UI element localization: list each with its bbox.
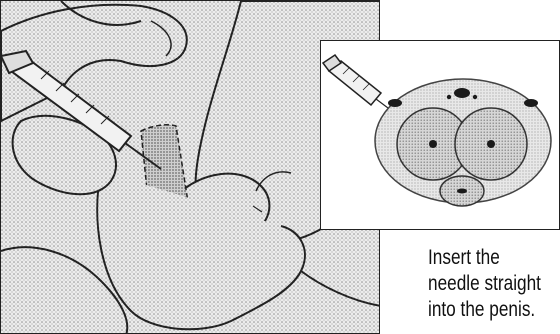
caption-line-3: into the penis. [428,297,536,323]
cross-section-drawing [321,41,560,230]
caption-line-2: needle straight [428,271,536,297]
cross-section-inset [320,40,560,230]
caption-line-1: Insert the [428,245,536,271]
instruction-caption: Insert the needle straight into the peni… [428,245,536,323]
